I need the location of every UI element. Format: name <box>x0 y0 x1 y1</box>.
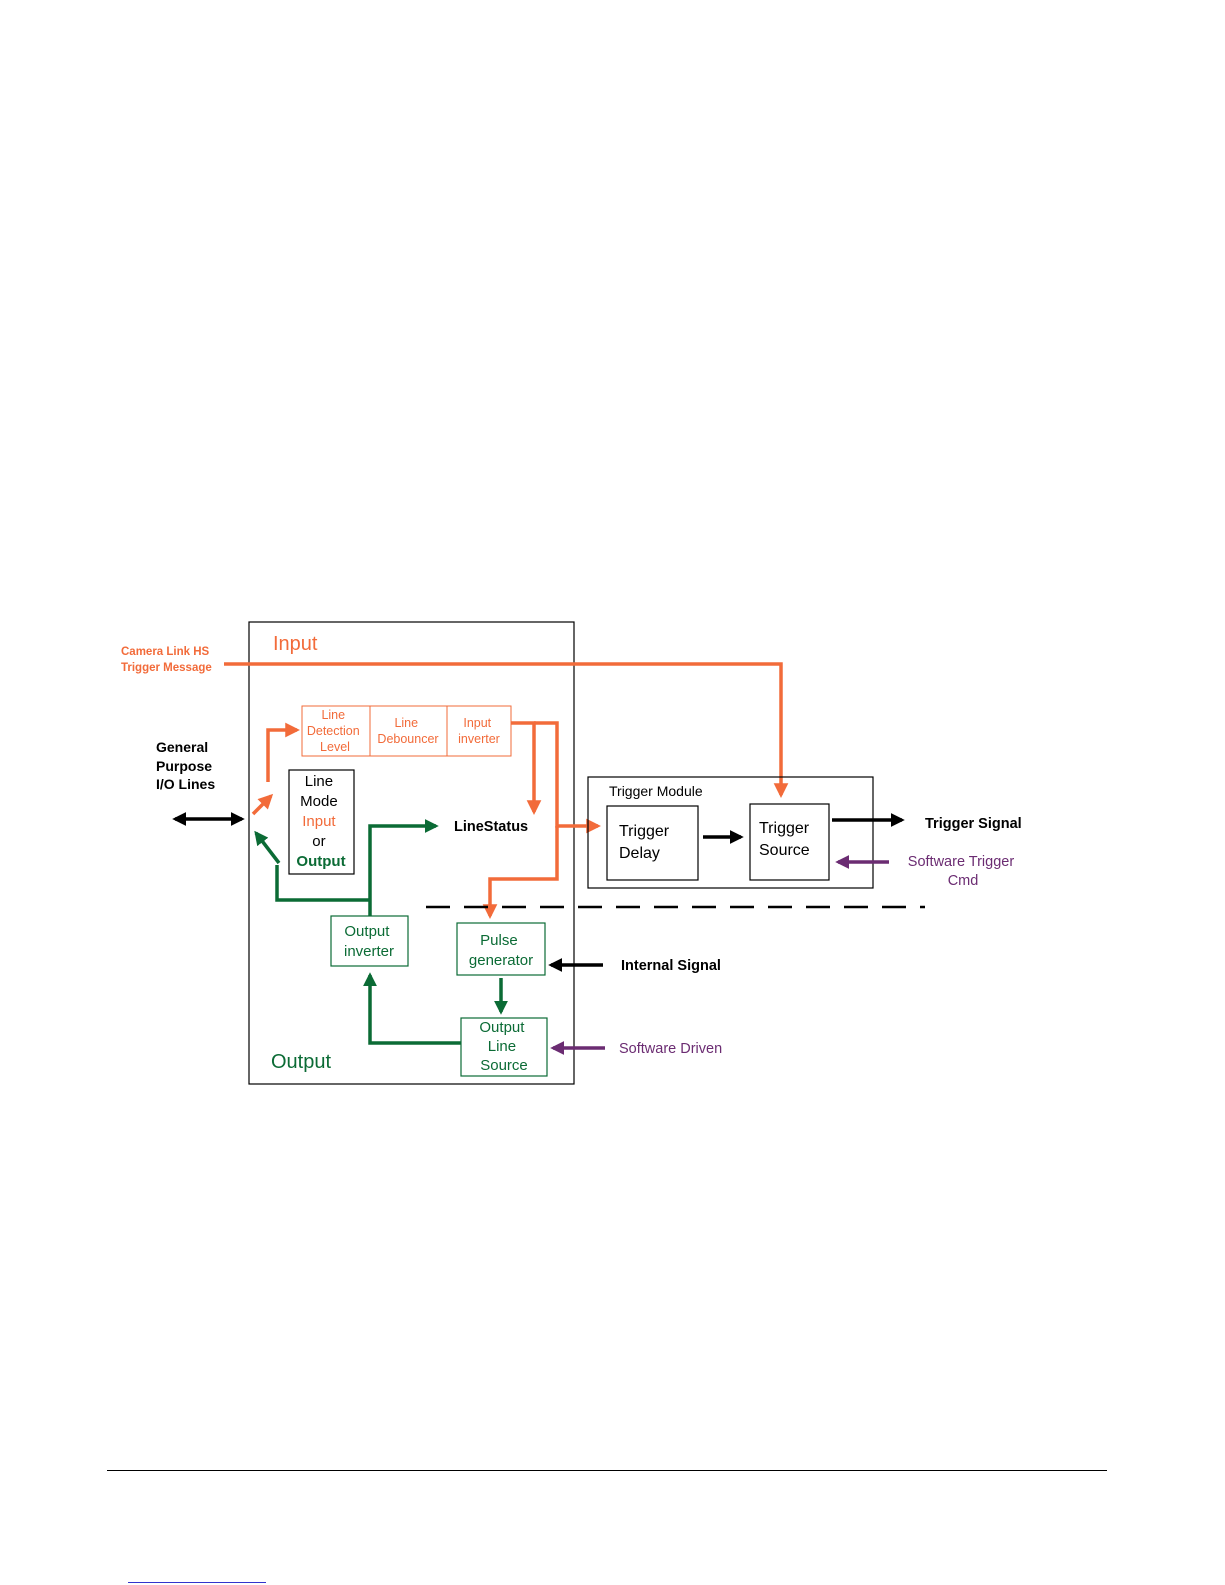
source-to-output-inverter-arrow <box>363 972 461 1045</box>
io-container-box <box>248 621 575 1085</box>
input-inverter-label-1: Input <box>463 716 491 730</box>
gpio-to-input-arrow <box>251 793 274 816</box>
trigger-delay-box <box>606 805 699 881</box>
line-debouncer-label: Line Debouncer <box>377 716 438 746</box>
line-detection-level-label-2: Detection <box>307 724 360 738</box>
trigger-source-box <box>749 803 830 881</box>
software-trigger-label: Software Trigger Cmd <box>908 854 1018 889</box>
line-mode-box <box>288 769 355 875</box>
line-debouncer-label-1: Line <box>394 716 418 730</box>
pulse-generator-label-2: generator <box>469 952 533 969</box>
line-mode-label-output: Output <box>296 853 345 870</box>
line-detection-level-label-3: Level <box>320 740 350 754</box>
output-line-source-label-1: Output <box>479 1019 525 1036</box>
footer-rule <box>107 1470 1107 1471</box>
pulse-generator-label-1: Pulse <box>480 932 518 949</box>
input-section-title: Input <box>273 633 318 655</box>
line-status-label: LineStatus <box>454 819 528 835</box>
trigger-module-box <box>587 776 874 889</box>
trigger-module-title: Trigger Module <box>609 783 703 799</box>
line-debouncer-box <box>369 705 448 757</box>
gpio-label-line3: I/O Lines <box>156 776 215 792</box>
trigger-delay-label: Trigger Delay <box>619 823 674 862</box>
line-mode-label-mode: Mode <box>300 793 338 810</box>
output-line-source-label: Output Line Source <box>479 1019 528 1074</box>
line-detection-level-label: Line Detection Level <box>307 708 363 754</box>
clhs-trigger-label-line1: Camera Link HS <box>121 646 210 658</box>
output-section-title: Output <box>271 1051 331 1073</box>
output-inverter-box <box>330 915 409 967</box>
line-mode-label-input: Input <box>302 813 336 830</box>
trigger-source-label: Trigger Source <box>759 820 814 859</box>
output-inverter-to-linestatus-arrow <box>368 819 439 916</box>
output-inverter-label: Output inverter <box>344 923 394 960</box>
input-inverter-label: Input inverter <box>458 716 500 746</box>
output-inverter-label-1: Output <box>344 923 390 940</box>
output-inverter-to-gpio-arrow <box>275 865 370 902</box>
clhs-trigger-label: Camera Link HS Trigger Message <box>121 646 212 674</box>
trigger-delay-label-2: Delay <box>619 845 660 862</box>
line-mode-label: Line Mode Input or Output <box>296 773 345 870</box>
line-mode-label-or: or <box>312 833 325 850</box>
line-detection-level-box <box>301 705 371 757</box>
output-inverter-label-2: inverter <box>344 943 394 960</box>
software-trigger-label-2: Cmd <box>948 873 979 889</box>
line-mode-label-line: Line <box>305 773 333 790</box>
trigger-signal-label: Trigger Signal <box>925 816 1022 832</box>
gpio-label-line2: Purpose <box>156 758 212 774</box>
trigger-source-label-2: Source <box>759 842 810 859</box>
input-up-to-detection-arrow <box>266 722 300 782</box>
output-line-source-label-2: Line <box>488 1038 516 1055</box>
output-line-source-label-3: Source <box>480 1057 528 1074</box>
gpio-label: General Purpose I/O Lines <box>156 739 216 792</box>
input-inverter-box <box>446 705 512 757</box>
clhs-trigger-label-line2: Trigger Message <box>121 662 212 674</box>
footer-link-underline[interactable] <box>128 1582 266 1583</box>
input-inverter-label-2: inverter <box>458 732 500 746</box>
gpio-label-line1: General <box>156 739 208 755</box>
clhs-trigger-arrow <box>224 662 789 798</box>
output-line-source-box <box>460 1017 548 1077</box>
software-trigger-label-1: Software Trigger <box>908 854 1015 870</box>
input-to-trigger-arrow <box>534 721 601 834</box>
pulse-generator-box <box>456 922 546 976</box>
input-to-pulse-arrow <box>482 826 559 919</box>
trigger-delay-label-1: Trigger <box>619 823 670 840</box>
output-to-gpio-node-arrow <box>254 830 281 865</box>
line-debouncer-label-2: Debouncer <box>377 732 438 746</box>
pulse-generator-label: Pulse generator <box>469 932 533 969</box>
line-detection-level-label-1: Line <box>321 708 345 722</box>
input-to-linestatus-arrow <box>511 721 542 815</box>
internal-signal-label: Internal Signal <box>621 958 721 974</box>
trigger-source-label-1: Trigger <box>759 820 810 837</box>
software-driven-label: Software Driven <box>619 1041 722 1057</box>
